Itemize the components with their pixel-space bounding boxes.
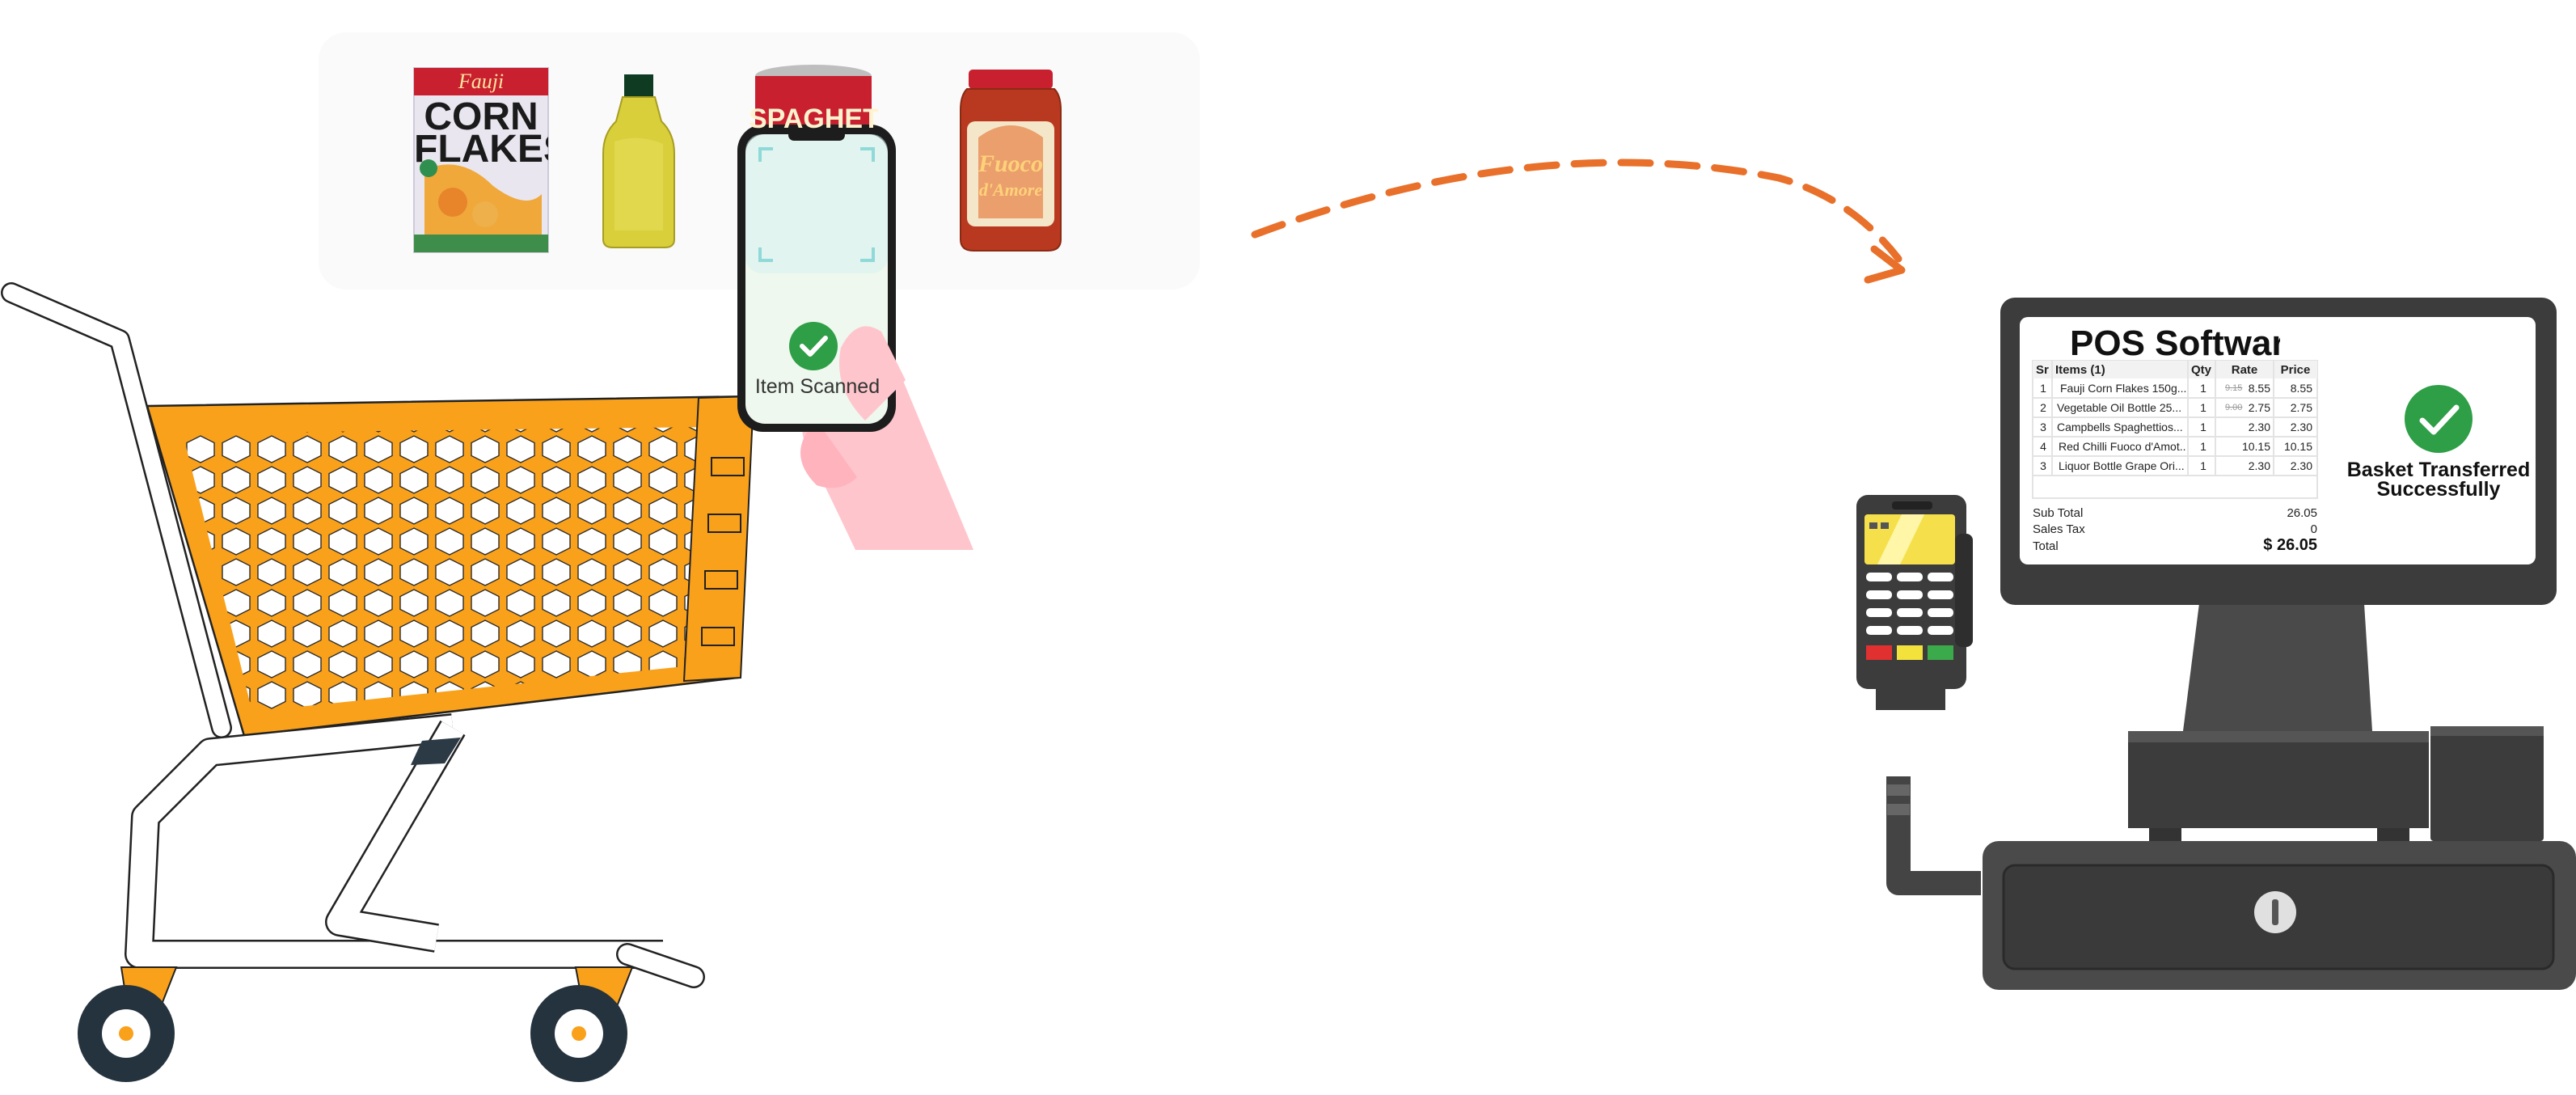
col-header-sr: Sr bbox=[2036, 363, 2049, 377]
row-price: 2.75 bbox=[2290, 401, 2312, 414]
row-price: 10.15 bbox=[2283, 440, 2312, 453]
chilli-jar-label-line1: Fuoco bbox=[978, 152, 1043, 177]
row-price: 2.30 bbox=[2290, 421, 2312, 433]
row-price: 2.30 bbox=[2290, 459, 2312, 472]
success-check-circle-icon bbox=[2405, 385, 2473, 453]
sales-tax-label: Sales Tax bbox=[2033, 522, 2085, 536]
row-item: Campbells Spaghettios... bbox=[2057, 421, 2183, 433]
col-header-qty: Qty bbox=[2191, 363, 2212, 377]
row-sr: 1 bbox=[2040, 382, 2046, 395]
row-item: Fauji Corn Flakes 150g... bbox=[2060, 382, 2186, 395]
card-terminal[interactable] bbox=[1856, 495, 1981, 895]
row-sr: 2 bbox=[2040, 401, 2046, 414]
chilli-jar[interactable] bbox=[960, 70, 1062, 252]
row-sr: 3 bbox=[2040, 459, 2046, 472]
smartphone[interactable] bbox=[737, 125, 906, 432]
subtotal-label: Sub Total bbox=[2033, 506, 2084, 520]
row-old-rate: 9.00 bbox=[2225, 403, 2243, 412]
row-sr: 4 bbox=[2040, 440, 2046, 453]
corn-flakes-brand: Fauji bbox=[458, 70, 505, 93]
check-circle-icon bbox=[789, 322, 838, 370]
row-rate: 2.30 bbox=[2248, 421, 2270, 433]
row-item: Red Chilli Fuoco d'Amot... bbox=[2059, 440, 2186, 453]
col-header-rate: Rate bbox=[2231, 363, 2258, 377]
success-check-icon bbox=[2419, 404, 2460, 435]
row-item: Vegetable Oil Bottle 25... bbox=[2057, 401, 2182, 414]
row-qty: 1 bbox=[2200, 440, 2206, 453]
corn-flakes-box[interactable] bbox=[413, 67, 549, 253]
row-old-rate: 9.15 bbox=[2225, 383, 2243, 393]
transfer-arrow-head bbox=[1864, 245, 1906, 284]
row-rate: 10.15 bbox=[2241, 440, 2270, 453]
pos-terminal bbox=[1983, 298, 2576, 990]
spaghetti-brand-text: SPAGHETTI bbox=[749, 104, 878, 134]
corn-flakes-title-line1: CORN bbox=[424, 100, 538, 136]
row-qty: 1 bbox=[2200, 382, 2206, 395]
success-message-line2: Successfully bbox=[2376, 479, 2501, 501]
subtotal-value: 26.05 bbox=[2287, 506, 2317, 520]
col-header-price: Price bbox=[2280, 363, 2311, 377]
row-rate: 2.30 bbox=[2248, 459, 2270, 472]
row-qty: 1 bbox=[2200, 421, 2206, 433]
total-value: $ 26.05 bbox=[2263, 536, 2317, 554]
col-header-items: Items (1) bbox=[2055, 363, 2105, 377]
sales-tax-value: 0 bbox=[2310, 522, 2317, 536]
row-qty: 1 bbox=[2200, 401, 2206, 414]
row-sr: 3 bbox=[2040, 421, 2046, 433]
pos-screen bbox=[2020, 317, 2536, 564]
check-icon bbox=[800, 336, 828, 357]
total-label: Total bbox=[2033, 539, 2059, 553]
row-price: 8.55 bbox=[2290, 382, 2312, 395]
item-scanned-label: Item Scanned bbox=[754, 375, 880, 398]
transfer-arrow-path bbox=[1251, 159, 1902, 263]
row-rate: 2.75 bbox=[2248, 401, 2270, 414]
success-message-line1: Basket Transferred bbox=[2346, 459, 2531, 481]
chilli-jar-label-line2: d'Amore bbox=[978, 180, 1043, 200]
row-rate: 8.55 bbox=[2248, 382, 2270, 395]
oil-bottle[interactable] bbox=[602, 74, 675, 248]
pos-title: POS Software bbox=[2070, 323, 2280, 363]
row-item: Liquor Bottle Grape Ori... bbox=[2059, 459, 2185, 472]
row-qty: 1 bbox=[2200, 459, 2206, 472]
shopping-cart[interactable] bbox=[1, 282, 755, 1082]
